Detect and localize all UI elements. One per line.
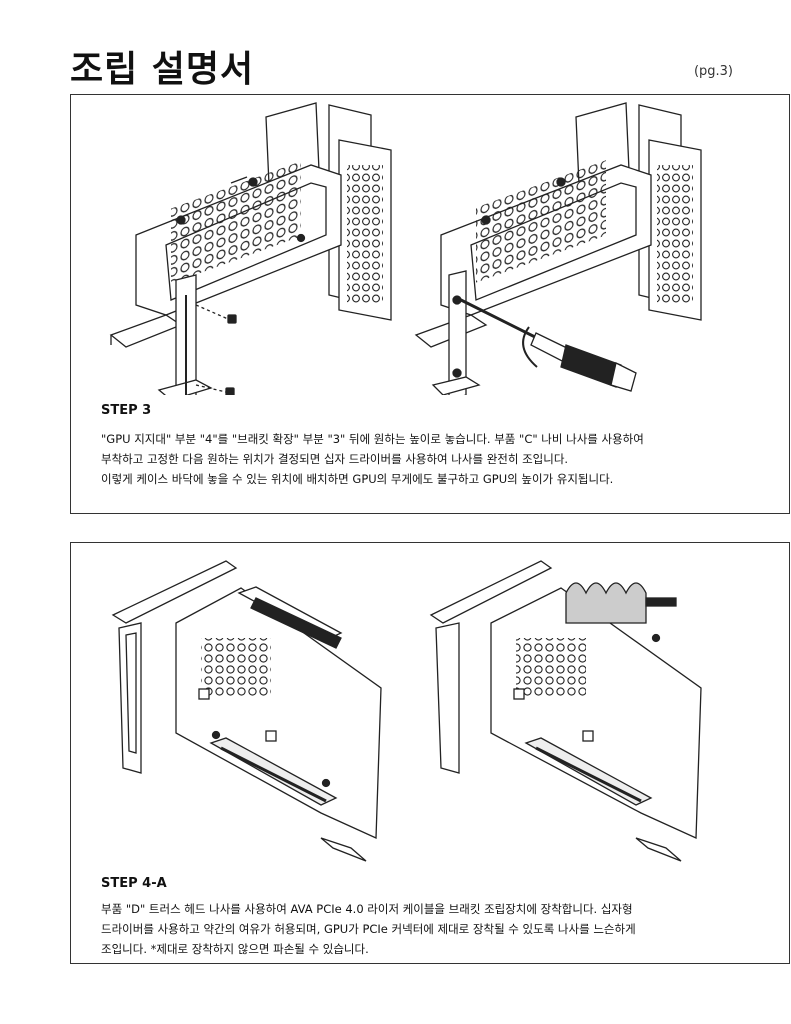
page-title: 조립 설명서 — [70, 49, 255, 90]
instruction-line: 드라이버를 사용하고 약간의 여유가 허용되며, GPU가 PCIe 커넥터에 … — [101, 922, 636, 936]
instruction-line: 부착하고 고정한 다음 원하는 위치가 결정되면 십자 드라이버를 사용하여 나… — [101, 452, 569, 466]
bracket-with-ribbon-riser-drawing — [429, 560, 702, 862]
instruction-line: 이렇게 케이스 바닥에 놓을 수 있는 위치에 배치하면 GPU의 무게에도 불… — [101, 472, 614, 486]
step-label: STEP 3 — [101, 403, 152, 418]
instruction-line: 부품 "D" 트러스 헤드 나사를 사용하여 AVA PCIe 4.0 라이저 … — [101, 902, 633, 916]
step-instructions: "GPU 지지대" 부분 "4"를 "브래킷 확장" 부분 "3" 뒤에 원하는… — [101, 429, 761, 489]
step-3-panel: STEP 3 "GPU 지지대" 부분 "4"를 "브래킷 확장" 부분 "3"… — [70, 94, 790, 514]
page-number: (pg.3) — [693, 64, 733, 79]
bracket-with-screwdriver-drawing — [414, 102, 702, 395]
instruction-line: "GPU 지지대" 부분 "4"를 "브래킷 확장" 부분 "3" 뒤에 원하는… — [101, 432, 644, 446]
step-4a-panel: STEP 4-A 부품 "D" 트러스 헤드 나사를 사용하여 AVA PCIe… — [70, 542, 790, 964]
step-instructions: 부품 "D" 트러스 헤드 나사를 사용하여 AVA PCIe 4.0 라이저 … — [101, 899, 761, 959]
step-3-illustrations — [109, 102, 702, 395]
step-label: STEP 4-A — [101, 876, 167, 891]
step-4a-illustrations — [111, 560, 702, 862]
bracket-with-flat-riser-drawing — [111, 560, 382, 862]
instruction-line: 조입니다. *제대로 장착하지 않으면 파손될 수 있습니다. — [101, 942, 369, 956]
bracket-with-support-drawing — [109, 102, 392, 395]
